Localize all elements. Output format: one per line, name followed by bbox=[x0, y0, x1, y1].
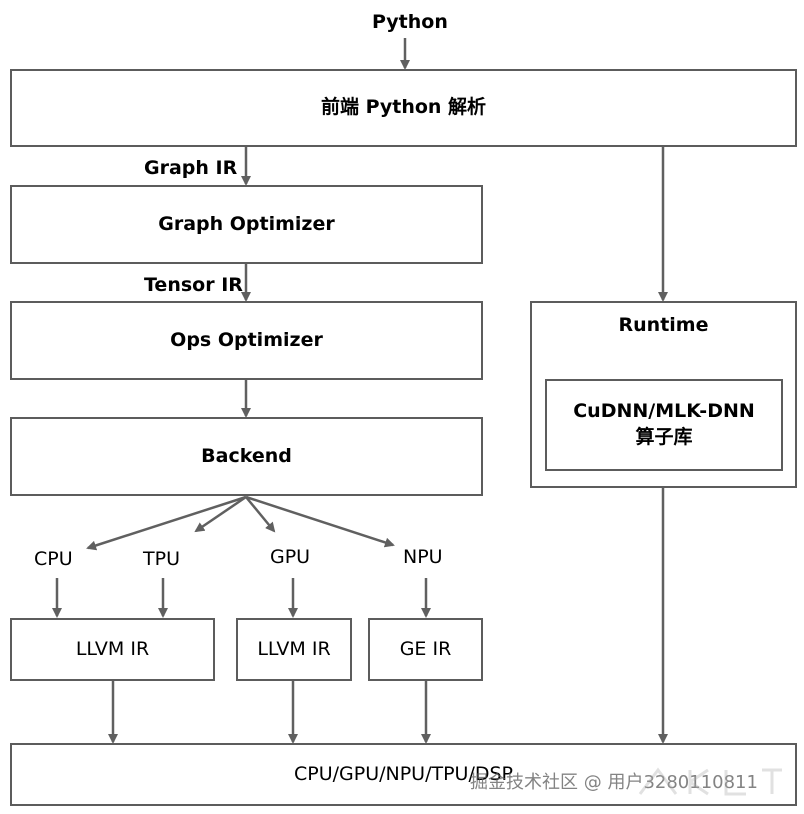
target-npu-label: NPU bbox=[403, 546, 443, 568]
frontend-python-parser-box: 前端 Python 解析 bbox=[10, 69, 797, 147]
ge-ir-box-npu: GE IR bbox=[368, 618, 483, 681]
watermark-text: 掘金技术社区 @ 用户3280110811 bbox=[470, 772, 758, 793]
llvm-ir-box-gpu: LLVM IR bbox=[236, 618, 352, 681]
operator-library-line-2: 算子库 bbox=[635, 426, 693, 448]
backend-box: Backend bbox=[10, 417, 483, 496]
arrow-backend-to-tpu bbox=[194, 495, 247, 533]
tensor-ir-label: Tensor IR bbox=[144, 274, 243, 296]
hardware-box: CPU/GPU/NPU/TPU/DSP bbox=[10, 743, 797, 806]
arrow-backend-to-cpu bbox=[86, 495, 247, 551]
hardware-label: CPU/GPU/NPU/TPU/DSP bbox=[293, 762, 514, 785]
runtime-title: Runtime bbox=[618, 314, 709, 336]
graph-ir-label: Graph IR bbox=[144, 157, 238, 179]
operator-library-line-1: CuDNN/MLK-DNN bbox=[573, 400, 755, 423]
target-tpu-label: TPU bbox=[143, 548, 180, 570]
operator-library-box: CuDNN/MLK-DNN 算子库 bbox=[545, 379, 783, 471]
llvm-ir-box-cpu-tpu: LLVM IR bbox=[10, 618, 215, 681]
graph-optimizer-box: Graph Optimizer bbox=[10, 185, 483, 264]
arrow-backend-to-npu bbox=[245, 495, 395, 548]
target-cpu-label: CPU bbox=[34, 548, 73, 570]
target-gpu-label: GPU bbox=[270, 546, 311, 568]
arrow-backend-to-gpu bbox=[245, 496, 276, 533]
python-input-label: Python bbox=[372, 11, 448, 33]
ops-optimizer-box: Ops Optimizer bbox=[10, 301, 483, 380]
